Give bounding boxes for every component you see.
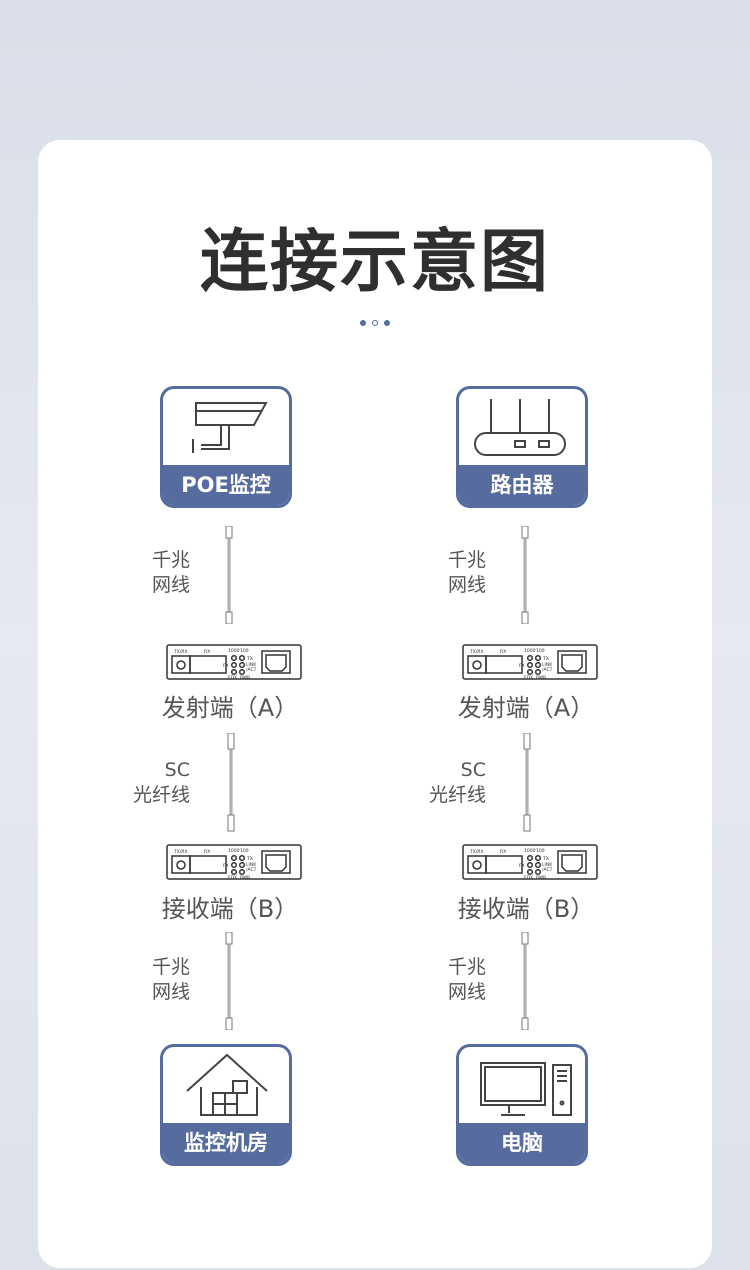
svg-text:FDX: FDX	[228, 675, 237, 680]
top-device-box: POE监控	[160, 386, 292, 508]
cable-label-1: 千兆网线	[151, 549, 190, 596]
svg-text:LINK: LINK	[246, 662, 257, 668]
house-icon	[186, 1053, 268, 1116]
svg-text:FDX: FDX	[228, 875, 237, 880]
svg-text:TX: TX	[542, 856, 549, 862]
svg-text:FX: FX	[519, 663, 525, 669]
receiver-label: 接收端（B）	[161, 895, 299, 923]
port-label: RX	[500, 849, 506, 855]
sender-label: 发射端（A）	[161, 694, 299, 722]
svg-text:TX: TX	[246, 856, 253, 862]
svg-text:TX: TX	[246, 656, 253, 662]
bottom-device-box: 电脑	[456, 1044, 588, 1166]
svg-text:FDX: FDX	[524, 675, 533, 680]
svg-text:100: 100	[536, 648, 545, 654]
port-label: TX/RX	[173, 849, 188, 855]
svg-text:PWR: PWR	[240, 875, 250, 880]
ethernet-cable-icon	[521, 932, 529, 1030]
svg-text:PWR: PWR	[536, 875, 546, 880]
svg-text:LINK: LINK	[542, 862, 553, 868]
svg-text:/ACT: /ACT	[542, 867, 553, 873]
page-title: 连接示意图	[199, 223, 550, 302]
cable-label-1: 千兆网线	[447, 549, 486, 596]
port-label: RX	[500, 649, 506, 655]
receiver-label: 接收端（B）	[457, 895, 595, 923]
port-label: RX	[204, 649, 210, 655]
title-dots	[360, 320, 390, 326]
svg-text:FX: FX	[519, 863, 525, 869]
top-device-box: 路由器	[456, 386, 588, 508]
card	[38, 140, 712, 1268]
computer-icon	[480, 1062, 572, 1116]
svg-text:/ACT: /ACT	[246, 667, 257, 673]
port-label: TX/RX	[469, 849, 484, 855]
svg-text:1000: 1000	[228, 648, 240, 654]
fiber-cable-icon	[227, 733, 235, 832]
port-label: RX	[204, 849, 210, 855]
svg-text:PWR: PWR	[240, 675, 250, 680]
sender-label: 发射端（A）	[457, 694, 595, 722]
svg-text:1000: 1000	[524, 648, 536, 654]
ethernet-cable-icon	[225, 932, 233, 1030]
svg-text:TX: TX	[542, 656, 549, 662]
top-device-label: POE监控	[163, 465, 289, 505]
svg-text:100: 100	[240, 848, 249, 854]
svg-text:100: 100	[536, 848, 545, 854]
svg-text:FDX: FDX	[524, 875, 533, 880]
svg-text:/ACT: /ACT	[542, 667, 553, 673]
svg-text:FX: FX	[223, 863, 229, 869]
svg-text:100: 100	[240, 648, 249, 654]
bottom-device-box: 监控机房	[160, 1044, 292, 1166]
svg-text:1000: 1000	[228, 848, 240, 854]
svg-text:LINK: LINK	[246, 862, 257, 868]
camera-icon	[192, 402, 268, 453]
port-label: TX/RX	[469, 649, 484, 655]
cable-label-2: 千兆网线	[151, 956, 190, 1003]
fiber-cable-icon	[523, 733, 531, 832]
svg-text:/ACT: /ACT	[246, 867, 257, 873]
cable-label-2: 千兆网线	[447, 956, 486, 1003]
svg-text:LINK: LINK	[542, 662, 553, 668]
ethernet-cable-icon	[225, 526, 233, 624]
svg-text:FX: FX	[223, 663, 229, 669]
svg-text:PWR: PWR	[536, 675, 546, 680]
ethernet-cable-icon	[521, 526, 529, 624]
top-device-label: 路由器	[459, 465, 585, 505]
bottom-device-label: 监控机房	[163, 1123, 289, 1163]
bottom-device-label: 电脑	[459, 1123, 585, 1163]
router-icon	[474, 399, 566, 456]
svg-text:1000: 1000	[524, 848, 536, 854]
port-label: TX/RX	[173, 649, 188, 655]
